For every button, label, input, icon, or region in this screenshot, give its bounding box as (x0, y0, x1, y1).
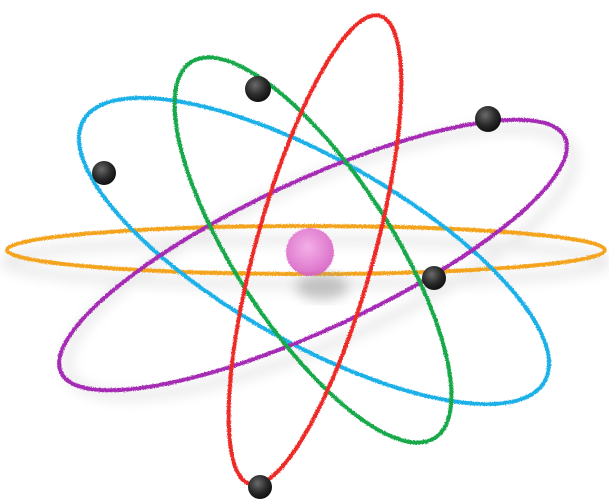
electron (475, 106, 501, 132)
electron (422, 266, 446, 290)
nucleus-shadow (296, 274, 348, 300)
electron (92, 161, 116, 185)
electron (248, 475, 272, 499)
electron (245, 76, 271, 102)
nucleus (286, 228, 334, 276)
